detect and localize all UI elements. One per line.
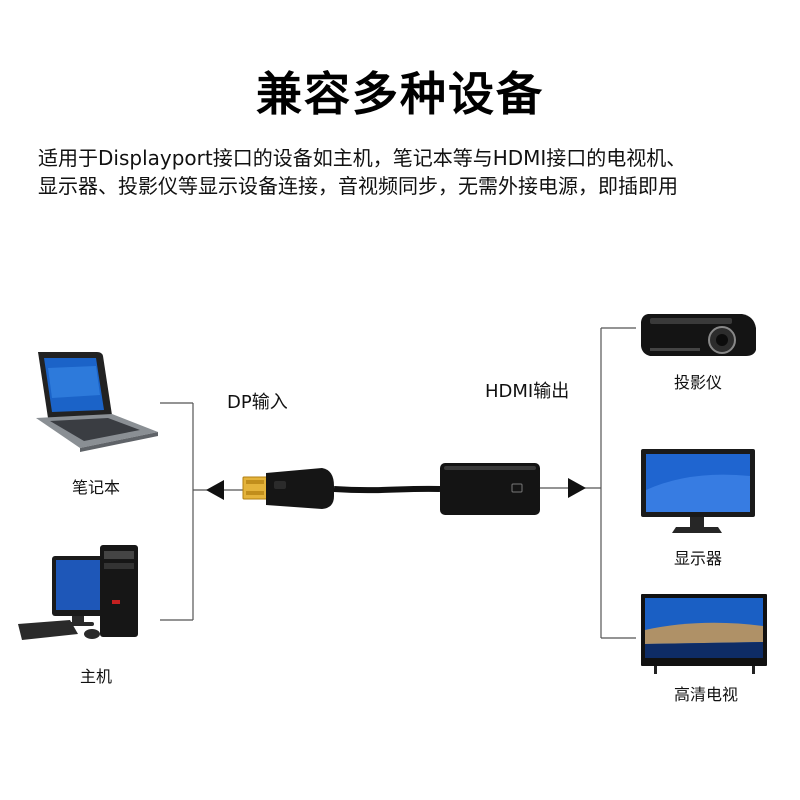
description-line-1: 适用于Displayport接口的设备如主机，笔记本等与HDMI接口的电视机、 [38, 146, 687, 170]
description-line-2: 显示器、投影仪等显示设备连接，音视频同步，无需外接电源，即插即用 [38, 174, 678, 198]
left-bracket [160, 402, 250, 621]
dp-connector-icon [242, 468, 334, 509]
projector-label: 投影仪 [673, 373, 722, 392]
adapter-cable [333, 485, 441, 494]
right-arrow-icon [568, 478, 586, 498]
monitor-icon [641, 449, 755, 533]
page-title: 兼容多种设备 [256, 67, 544, 121]
left-arrow-icon [206, 480, 224, 500]
hdmi-output-label: HDMI输出 [485, 381, 570, 402]
hdmi-adapter-icon [440, 463, 540, 515]
laptop-label: 笔记本 [71, 478, 120, 497]
right-bracket [540, 327, 636, 639]
dp-input-label: DP输入 [227, 392, 288, 413]
laptop-icon [36, 352, 158, 452]
monitor-label: 显示器 [673, 549, 722, 568]
projector-icon [641, 314, 756, 356]
tv-label: 高清电视 [673, 685, 738, 704]
desktop-label: 主机 [79, 667, 112, 686]
tv-icon [641, 594, 767, 674]
desktop-pc-icon [18, 545, 138, 640]
